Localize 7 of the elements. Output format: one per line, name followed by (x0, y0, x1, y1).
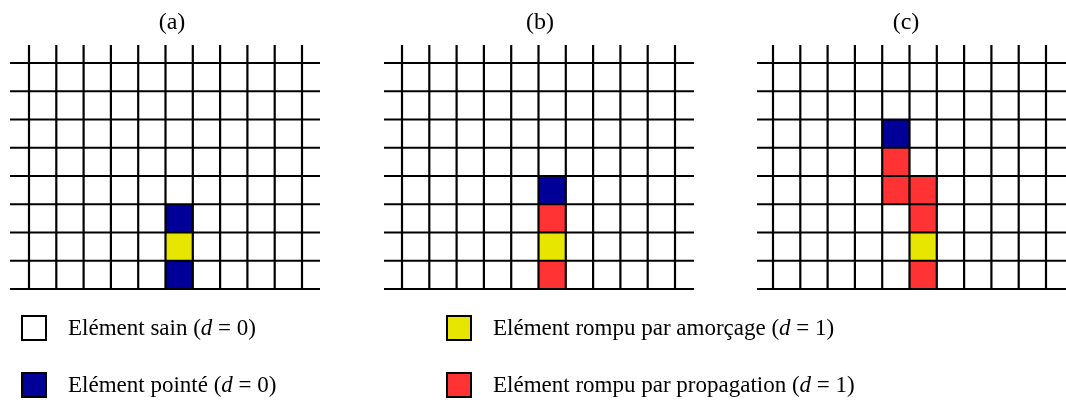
legend-text: Elément rompu par propagation (d = 1) (493, 372, 855, 398)
legend-text: Elément pointé (d = 0) (68, 372, 277, 398)
panel-label: (a) (158, 8, 186, 34)
panel-label: (b) (526, 8, 554, 34)
panel-label: (c) (892, 8, 920, 34)
legend-text: Elément rompu par amorçage (d = 1) (493, 315, 835, 341)
legend-text: Elément sain (d = 0) (68, 315, 256, 341)
